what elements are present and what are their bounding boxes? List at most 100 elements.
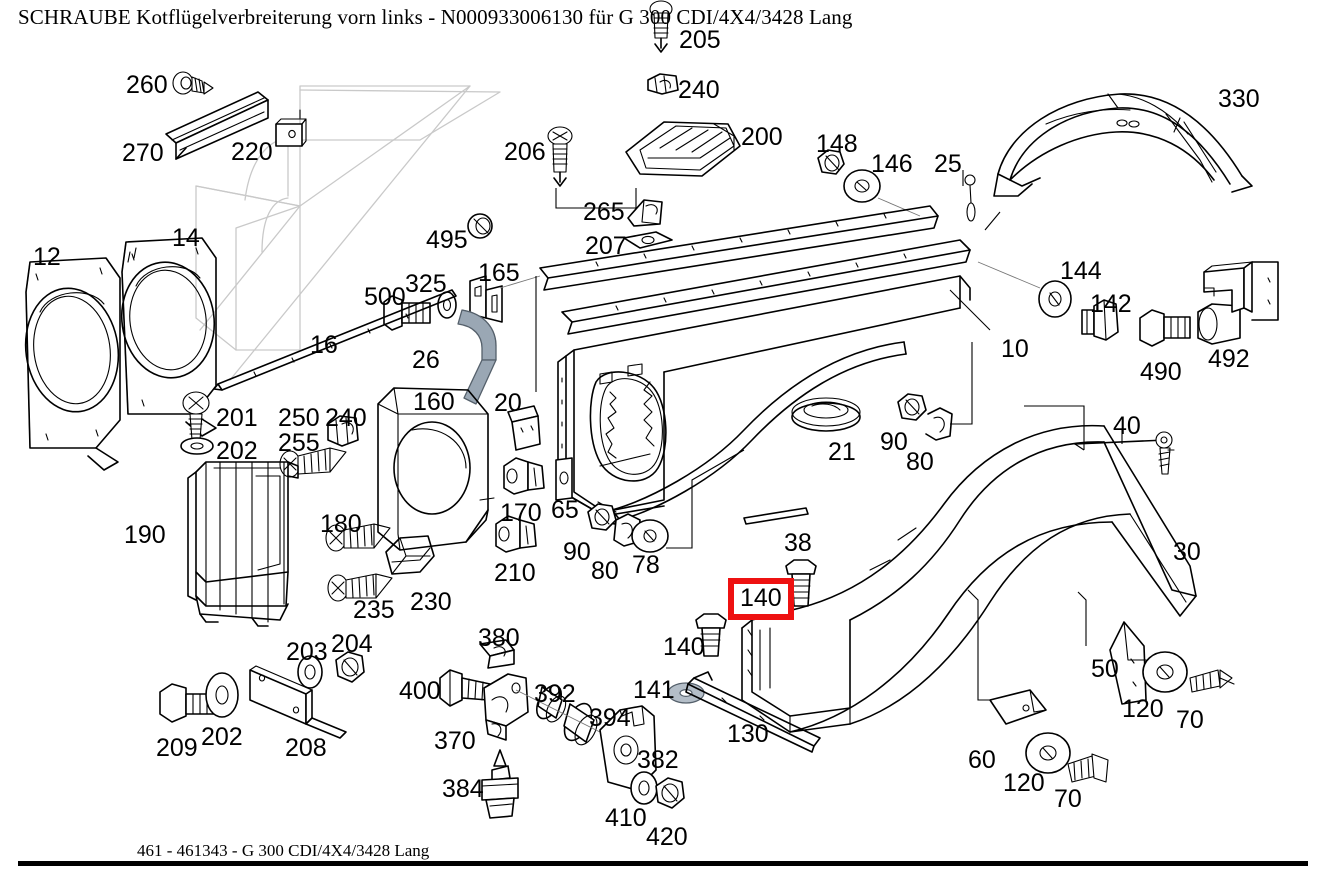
footer-divider (18, 861, 1308, 866)
leader-78 (666, 450, 744, 548)
callout-90-a: 90 (563, 538, 591, 566)
callout-160: 160 (413, 388, 455, 416)
part-384-pin (482, 750, 518, 818)
page-title: SCHRAUBE Kotflügelverbreiterung vorn lin… (18, 5, 853, 29)
part-490-bolt (1140, 310, 1190, 346)
callout-142: 142 (1090, 290, 1132, 318)
callout-260: 260 (126, 71, 168, 99)
part-202-washer-b (206, 673, 238, 717)
part-220-clip (276, 110, 306, 146)
callout-250: 250 (278, 404, 320, 432)
callout-21: 21 (828, 438, 856, 466)
callout-30: 30 (1173, 538, 1201, 566)
callout-78: 78 (632, 551, 660, 579)
part-207-plate (624, 232, 672, 248)
part-206-screw (548, 127, 572, 186)
callout-200: 200 (741, 123, 783, 151)
leader-80b (950, 342, 972, 424)
callout-146: 146 (871, 150, 913, 178)
callout-140-highlighted[interactable]: 140 (728, 578, 794, 620)
callout-38: 38 (784, 529, 812, 557)
callout-16: 16 (310, 331, 338, 359)
callout-394: 394 (589, 704, 631, 732)
callout-14: 14 (172, 224, 200, 252)
part-12-headlight-ring (18, 258, 126, 470)
callout-492: 492 (1208, 345, 1250, 373)
callout-25: 25 (934, 150, 962, 178)
part-70-screw-b (1068, 754, 1108, 782)
part-120-washer-a (1143, 652, 1187, 692)
callout-141: 141 (633, 676, 675, 704)
callout-20: 20 (494, 389, 522, 417)
callout-60: 60 (968, 746, 996, 774)
callout-384: 384 (442, 775, 484, 803)
part-370-bracket (484, 674, 528, 740)
callout-90-b: 90 (880, 428, 908, 456)
leader-146 (878, 198, 920, 216)
part-78-washer (632, 520, 668, 552)
callout-140-b: 140 (663, 633, 705, 661)
callout-230: 230 (410, 588, 452, 616)
callout-201: 201 (216, 404, 258, 432)
callout-490: 490 (1140, 358, 1182, 386)
part-240-clip-top (648, 74, 678, 94)
callout-120-b: 120 (1003, 769, 1045, 797)
part-60-bracket (990, 690, 1046, 724)
callout-210: 210 (494, 559, 536, 587)
part-80-clip-a (614, 514, 640, 546)
leader-40 (1075, 444, 1084, 450)
part-495-grommet (468, 214, 492, 238)
callout-370: 370 (434, 727, 476, 755)
callout-203: 203 (286, 638, 328, 666)
callout-40: 40 (1113, 412, 1141, 440)
callout-410: 410 (605, 804, 647, 832)
callout-10: 10 (1001, 335, 1029, 363)
callout-80-a: 80 (591, 557, 619, 585)
callout-380: 380 (478, 624, 520, 652)
part-30-flare (742, 426, 1196, 732)
part-170-clip (504, 458, 544, 494)
callout-392: 392 (534, 680, 576, 708)
callout-50: 50 (1091, 655, 1119, 683)
callout-70-b: 70 (1054, 785, 1082, 813)
callout-12: 12 (33, 243, 61, 271)
callout-65: 65 (551, 496, 579, 524)
part-90-nut-a (588, 504, 616, 530)
callout-120-a: 120 (1122, 695, 1164, 723)
callout-26: 26 (412, 346, 440, 374)
part-90-nut-b (898, 394, 926, 420)
callout-130: 130 (727, 720, 769, 748)
leader-25 (985, 212, 1000, 230)
part-70-screw-a (1190, 670, 1234, 692)
part-492-bracket (1204, 262, 1278, 320)
part-260-screw (173, 72, 213, 94)
leader-50 (1078, 592, 1086, 646)
part-25-pin (963, 170, 975, 221)
callout-400: 400 (399, 677, 441, 705)
callout-255: 255 (278, 429, 320, 457)
part-14-headlight-ring (114, 238, 221, 436)
callout-206: 206 (504, 138, 546, 166)
callout-208: 208 (285, 734, 327, 762)
part-38-rod (744, 508, 808, 524)
callout-209: 209 (156, 734, 198, 762)
part-492-bushing (1198, 304, 1240, 344)
callout-382: 382 (637, 746, 679, 774)
callout-80-b: 80 (906, 448, 934, 476)
footer-caption: 461 - 461343 - G 300 CDI/4X4/3428 Lang (137, 841, 430, 860)
callout-240-mid: 240 (325, 404, 367, 432)
leader-60 (968, 590, 990, 700)
part-65-plate (556, 458, 572, 500)
callout-170: 170 (500, 499, 542, 527)
part-410-washer (631, 772, 657, 804)
leader-144 (978, 262, 1040, 288)
part-26-hose (458, 310, 496, 404)
callout-235: 235 (353, 596, 395, 624)
callout-205: 205 (679, 26, 721, 54)
part-265-bracket (628, 200, 662, 226)
part-420-nut (656, 778, 684, 808)
part-400-bolt (440, 670, 490, 706)
part-201-screw (183, 392, 209, 453)
callout-190: 190 (124, 521, 166, 549)
callout-500: 500 (364, 283, 406, 311)
